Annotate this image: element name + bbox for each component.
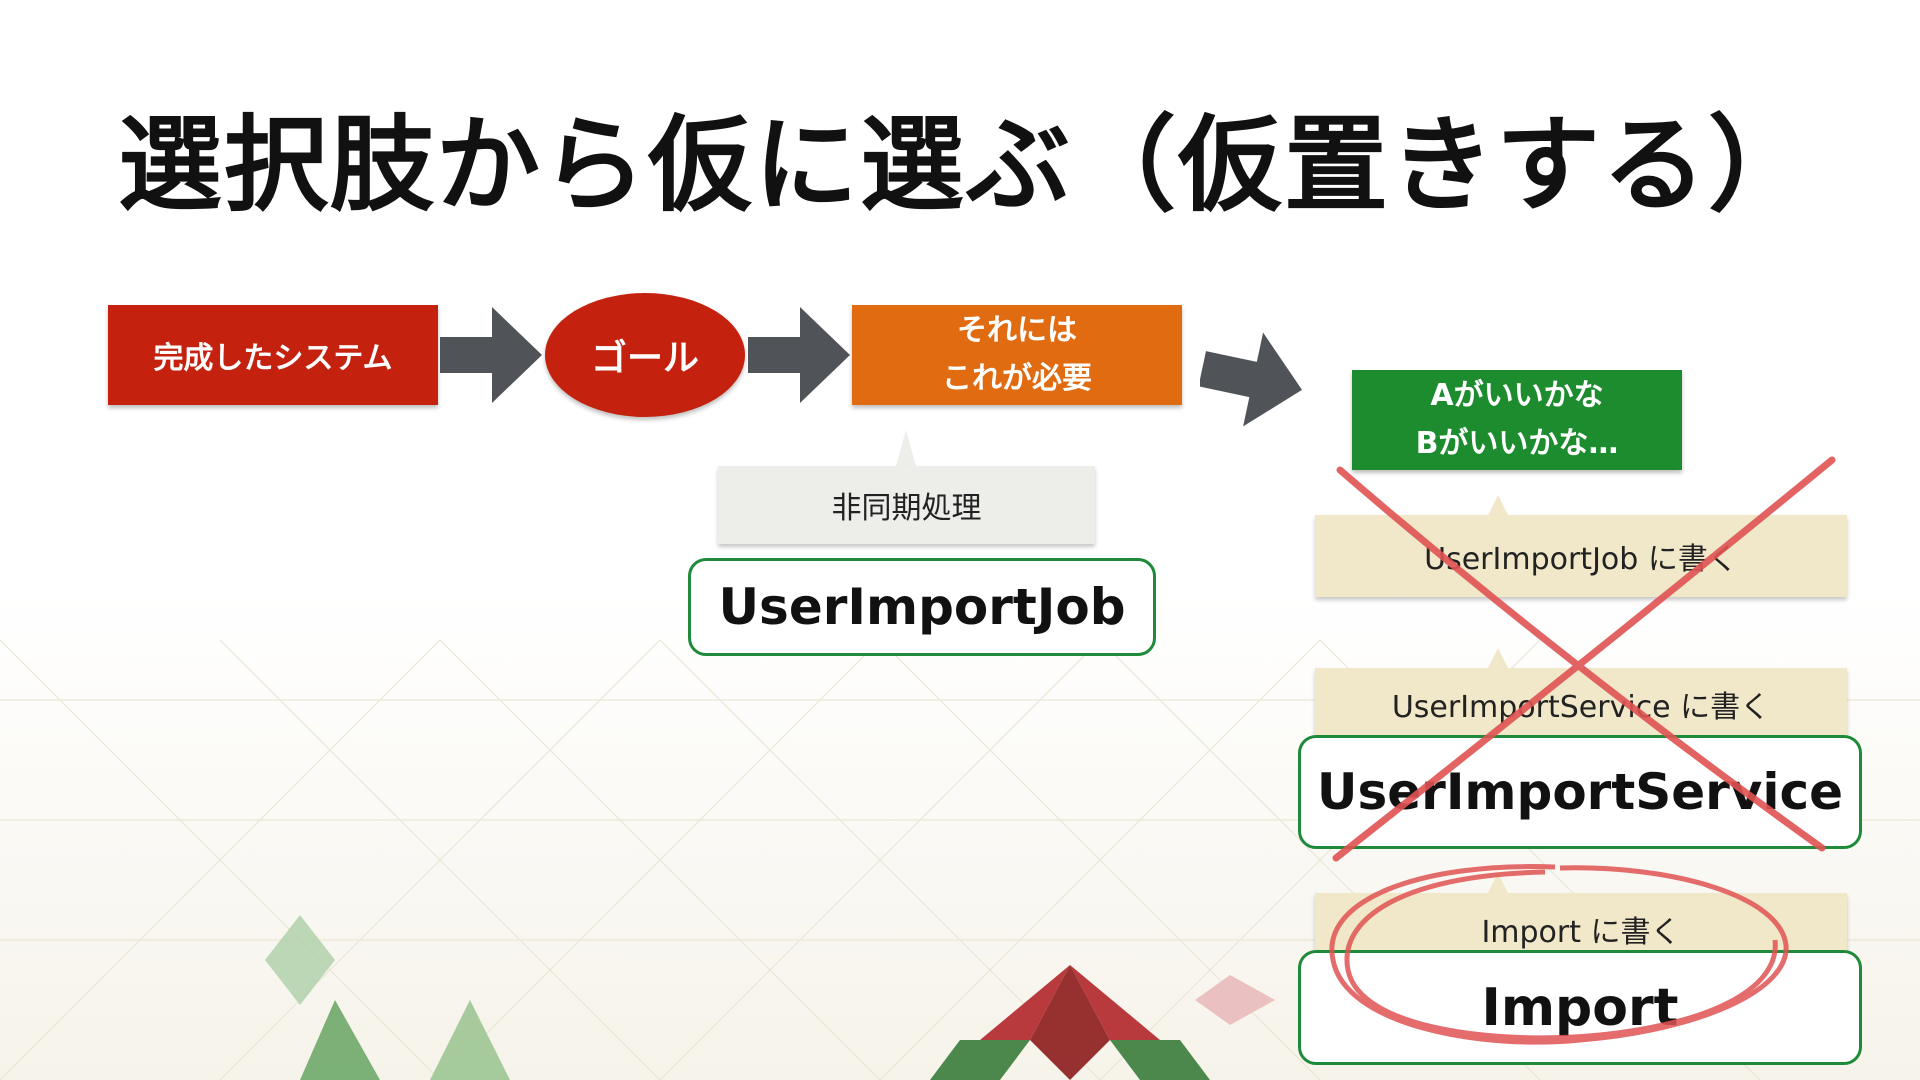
arrow-right-icon: [440, 307, 542, 403]
callout-pointer: [1488, 873, 1508, 893]
userimportjob-box: UserImportJob: [688, 558, 1156, 656]
import-label: Import: [1481, 977, 1679, 1038]
step-options: Aがいいかな Bがいいかな…: [1352, 370, 1682, 470]
callout-pointer: [1488, 495, 1508, 515]
option-1-label: UserImportJob に書く: [1424, 542, 1738, 577]
step-goal-label: ゴール: [590, 338, 699, 379]
step-options-line1: Aがいいかな: [1430, 378, 1604, 413]
step-requirement: それには これが必要: [852, 305, 1182, 405]
userimportservice-box: UserImportService: [1298, 735, 1862, 849]
callout-pointer: [896, 430, 916, 466]
async-callout: 非同期処理: [718, 466, 1095, 544]
userimportjob-label: UserImportJob: [718, 578, 1126, 636]
userimportservice-label: UserImportService: [1316, 763, 1844, 821]
option-2-callout: UserImportService に書く: [1315, 668, 1847, 740]
step-goal: ゴール: [545, 293, 745, 417]
step-requirement-line1: それには: [957, 313, 1077, 348]
option-1-callout: UserImportJob に書く: [1315, 515, 1847, 597]
import-box: Import: [1298, 950, 1862, 1065]
arrow-diagonal-icon: [1200, 332, 1303, 427]
callout-pointer: [1488, 648, 1508, 668]
step-completed-system-label: 完成したシステム: [153, 341, 393, 376]
option-2-label: UserImportService に書く: [1391, 690, 1771, 725]
page-title: 選択肢から仮に選ぶ（仮置きする）: [118, 104, 1815, 226]
step-options-line2: Bがいいかな…: [1415, 426, 1619, 461]
decor-leaves: [265, 915, 1275, 1080]
step-completed-system: 完成したシステム: [108, 305, 438, 405]
async-callout-label: 非同期処理: [831, 491, 982, 526]
step-requirement-line2: これが必要: [942, 361, 1092, 396]
option-3-label: Import に書く: [1481, 915, 1681, 950]
arrow-right-icon: [748, 307, 850, 403]
